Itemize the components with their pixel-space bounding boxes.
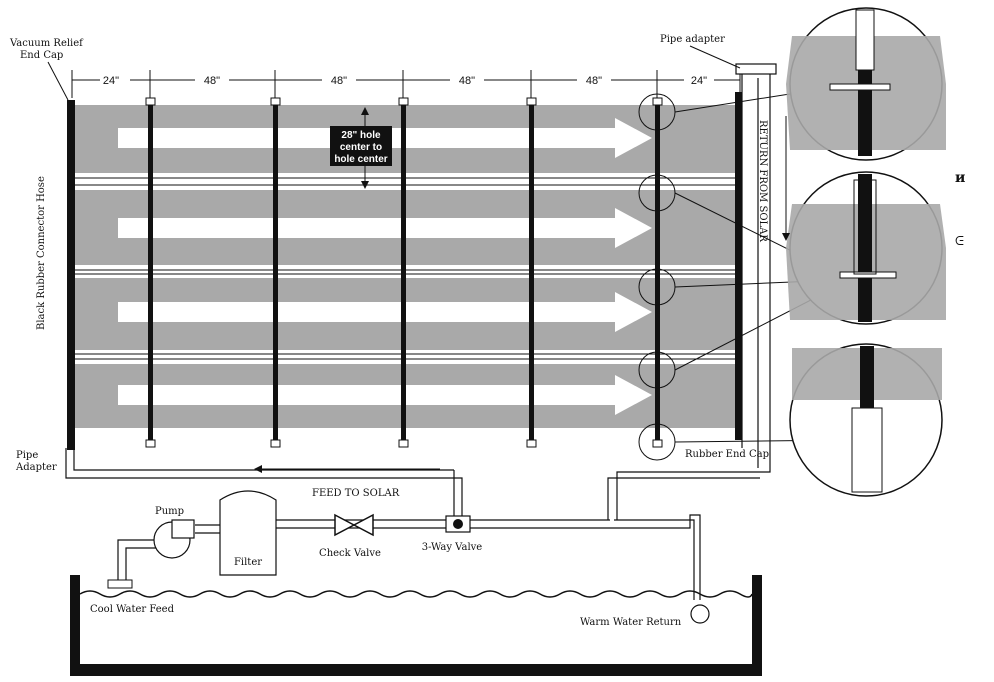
rubber-end-cap-label: Rubber End Cap [685,449,769,460]
dimension-label: 48" [459,75,475,87]
flow-arrow [118,208,652,248]
return-pipe [607,63,777,520]
hole-spacing-line: hole center [334,154,387,165]
vacuum-relief-label: Vacuum Relief [9,38,84,49]
cool-water-feed-label: Cool Water Feed [90,604,175,615]
detail-magnifier [786,171,946,325]
feed-pipe [65,448,463,520]
hole-spacing-line: 28" hole [341,130,381,141]
dimension-label: 24" [691,75,707,87]
hold-down-straps [148,102,660,442]
connector-hose-label: Black Rubber Connector Hose [36,176,47,330]
feed-to-solar-label: FEED TO SOLAR [312,488,400,499]
pool [70,575,762,676]
pipe-adapter-top-label: Pipe adapter [660,34,725,45]
pump-label: Pump [155,506,184,517]
pipe-adapter-left-label: Pipe [16,450,38,461]
pipe-adapter-left-label: Adapter [15,462,57,473]
strap [655,102,660,442]
flow-arrow [118,292,652,332]
three-way-valve-label: 3-Way Valve [422,542,483,553]
detail-magnifier [789,343,943,497]
dimension-line [71,70,741,98]
hole-spacing-line: center to [340,142,382,153]
strap [529,102,534,442]
strap [273,102,278,442]
stray-glyph: и [955,170,965,186]
strap [148,102,153,442]
stray-glyph: ᕮ [955,234,964,248]
left-header-pipe [67,100,75,450]
pump [107,519,195,589]
filter [219,490,277,576]
strap [401,102,406,442]
hole-spacing-callout [330,126,392,166]
main-plumbing [117,514,701,600]
flow-arrow [118,375,652,415]
right-header-pipe [735,92,742,440]
check-valve-icon [334,513,374,537]
check-valve-label: Check Valve [319,548,381,559]
filter-label: Filter [234,557,262,568]
warm-water-return-label: Warm Water Return [580,617,682,628]
dimension-label: 48" [586,75,602,87]
dimension-label: 24" [103,75,119,87]
solar-panels [75,105,740,428]
three-way-valve-icon [445,515,471,533]
dimension-label: 48" [204,75,220,87]
vacuum-relief-label: End Cap [20,50,63,61]
dimension-label: 48" [331,75,347,87]
return-from-solar-label: RETURN FROM SOLAR [757,120,768,242]
detail-magnifier [786,7,946,161]
